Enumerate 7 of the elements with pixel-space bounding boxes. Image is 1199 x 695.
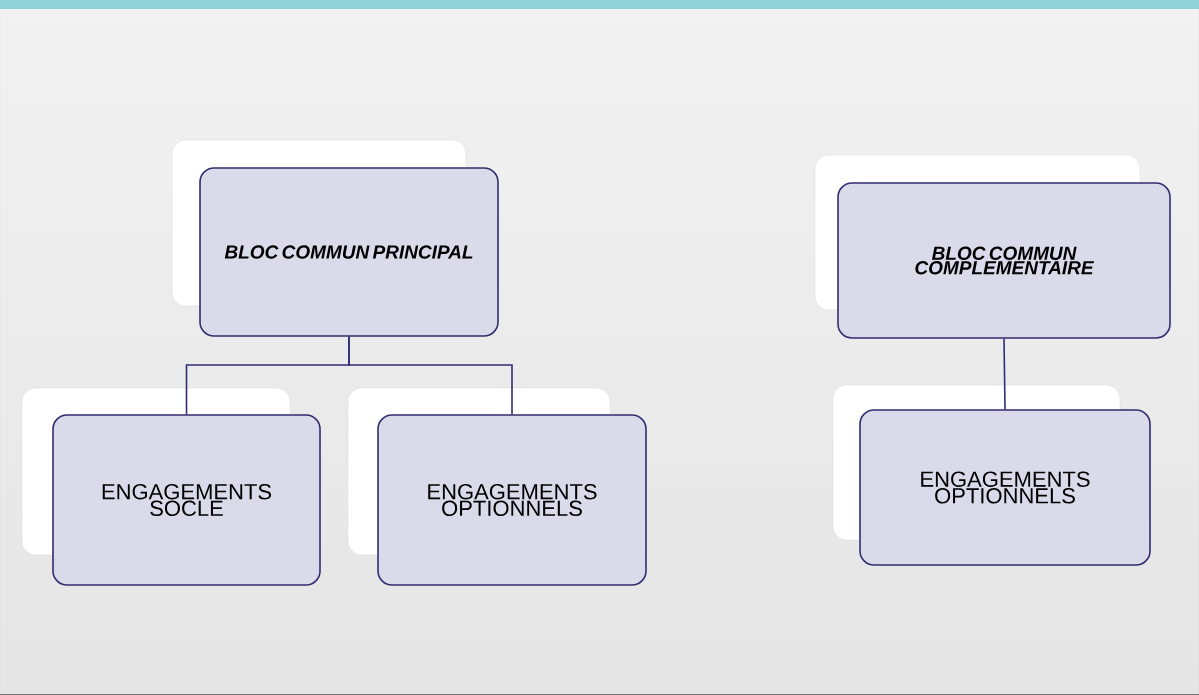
- process-box: ENGAGEMENTS OPTIONNELS: [859, 409, 1151, 566]
- process-box: BLOC COMMUN COMPLEMENTAIRE: [837, 182, 1171, 339]
- connector-line: [1003, 338, 1006, 410]
- process-box: ENGAGEMENTS SOCLE: [52, 414, 321, 586]
- process-box: ENGAGEMENTS OPTIONNELS: [377, 414, 647, 586]
- connector-line: [348, 336, 513, 415]
- process-box: BLOC COMMUN PRINCIPAL: [199, 167, 499, 337]
